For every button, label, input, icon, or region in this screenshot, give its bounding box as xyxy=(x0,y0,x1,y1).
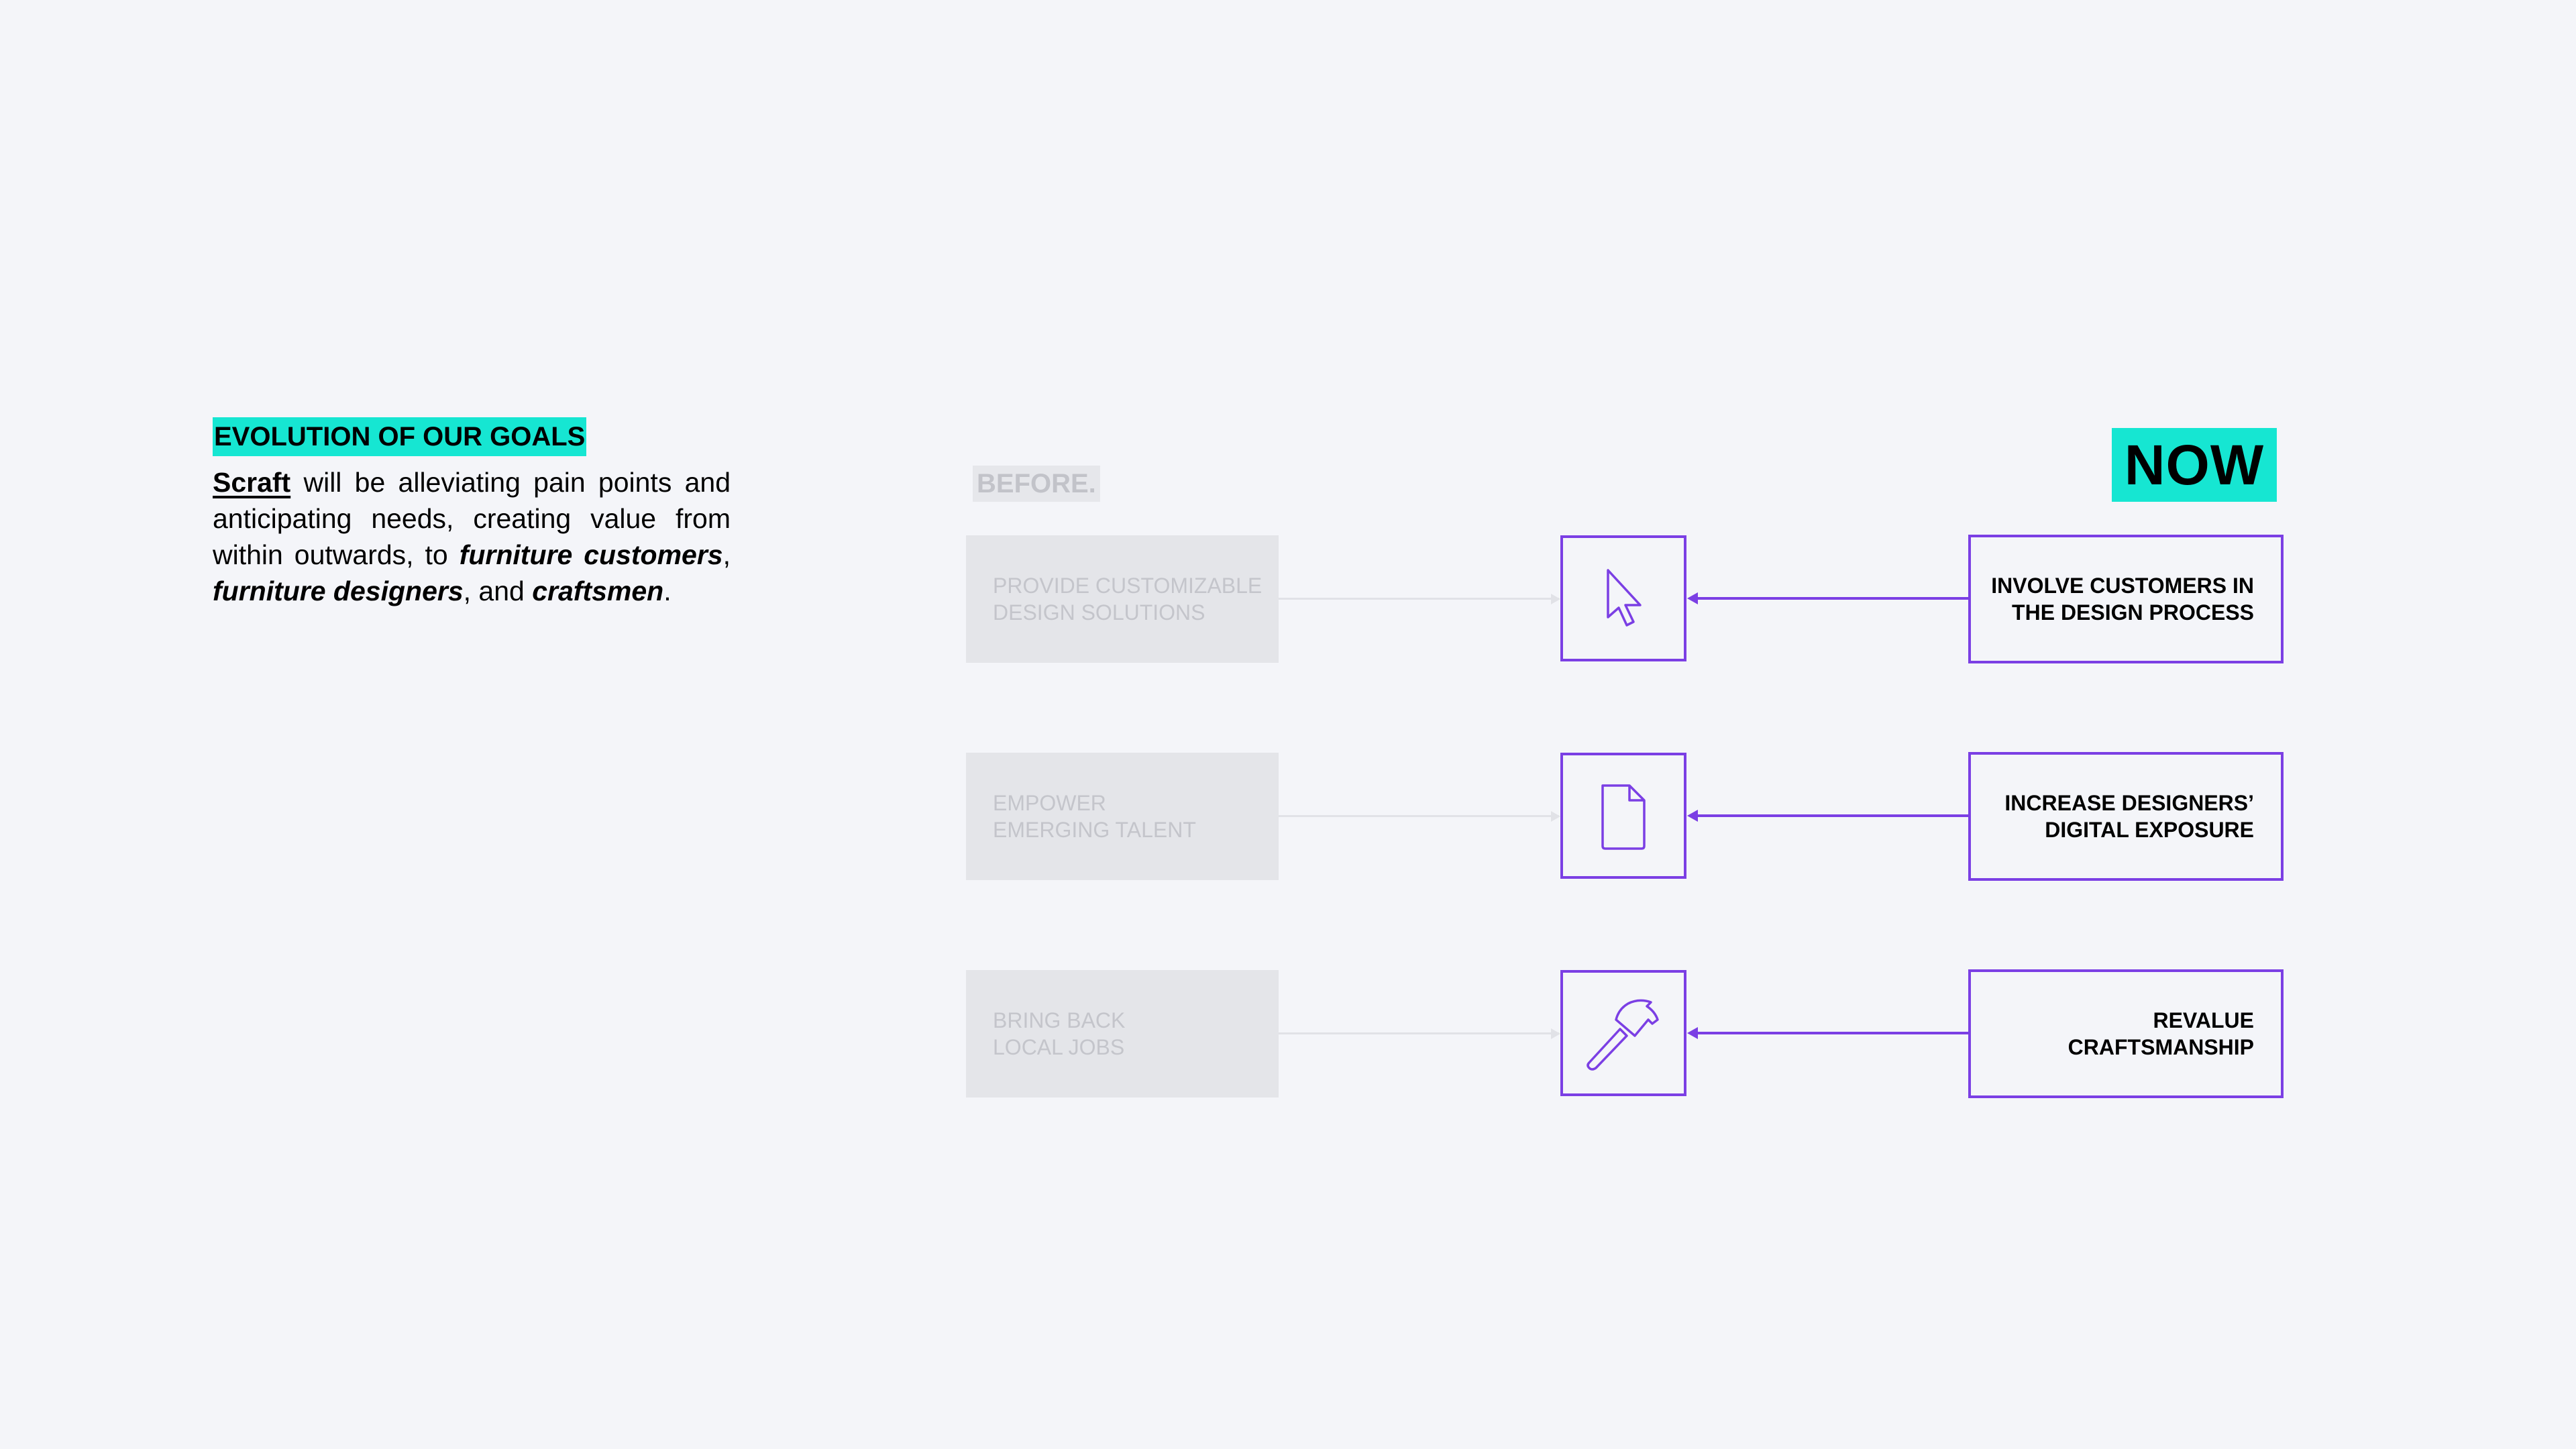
now-connector-line xyxy=(1695,814,1970,817)
icon-box-hammer xyxy=(1560,970,1686,1096)
audience-customers: furniture customers xyxy=(459,539,723,570)
before-goal-text: BRING BACK LOCAL JOBS xyxy=(993,1008,1126,1059)
before-connector-arrowhead xyxy=(1551,1028,1560,1039)
before-connector-arrowhead xyxy=(1551,594,1560,604)
cursor-icon xyxy=(1607,569,1642,627)
intro-paragraph: Scraft will be alleviating pain points a… xyxy=(213,464,731,609)
before-box-empower-talent: EMPOWER EMERGING TALENT xyxy=(966,753,1279,880)
before-box-customization: PROVIDE CUSTOMIZABLE DESIGN SOLUTIONS xyxy=(966,535,1279,663)
section-heading: EVOLUTION OF OUR GOALS xyxy=(213,417,587,456)
before-box-local-jobs: BRING BACK LOCAL JOBS xyxy=(966,970,1279,1097)
brand-name: Scraft xyxy=(213,467,291,498)
before-goal-text: PROVIDE CUSTOMIZABLE DESIGN SOLUTIONS xyxy=(993,574,1263,625)
icon-box-cursor xyxy=(1560,535,1686,661)
audience-craftsmen: craftsmen xyxy=(532,576,664,606)
intro-text: will be alleviating pain points and anti… xyxy=(213,467,731,570)
audience-designers: furniture designers xyxy=(213,576,464,606)
now-connector-line xyxy=(1695,1032,1970,1034)
before-connector-arrowhead xyxy=(1551,811,1560,822)
before-connector-line xyxy=(1279,598,1559,600)
now-connector-arrowhead xyxy=(1687,810,1698,822)
now-connector-arrowhead xyxy=(1687,592,1698,604)
before-label: BEFORE. xyxy=(973,466,1100,502)
intro-end: . xyxy=(663,576,672,606)
document-icon xyxy=(1601,784,1646,850)
now-box-designer-exposure: INCREASE DESIGNERS’ DIGITAL EXPOSURE xyxy=(1968,752,2284,881)
now-box-craftsmanship: REVALUE CRAFTSMANSHIP xyxy=(1968,969,2284,1098)
hammer-icon xyxy=(1587,999,1659,1071)
separator-2: , and xyxy=(463,576,533,606)
now-box-involve-customers: INVOLVE CUSTOMERS IN THE DESIGN PROCESS xyxy=(1968,535,2284,663)
separator-1: , xyxy=(722,539,731,570)
now-connector-arrowhead xyxy=(1687,1027,1698,1039)
before-goal-text: EMPOWER EMERGING TALENT xyxy=(993,791,1196,842)
now-goal-text: INCREASE DESIGNERS’ DIGITAL EXPOSURE xyxy=(2004,791,2254,842)
now-label: NOW xyxy=(2112,428,2277,502)
icon-box-document xyxy=(1560,753,1686,879)
now-goal-text: INVOLVE CUSTOMERS IN THE DESIGN PROCESS xyxy=(1991,574,2254,625)
before-connector-line xyxy=(1279,815,1559,817)
now-connector-line xyxy=(1695,597,1970,600)
before-connector-line xyxy=(1279,1032,1559,1034)
now-goal-text: REVALUE CRAFTSMANSHIP xyxy=(2068,1008,2254,1059)
